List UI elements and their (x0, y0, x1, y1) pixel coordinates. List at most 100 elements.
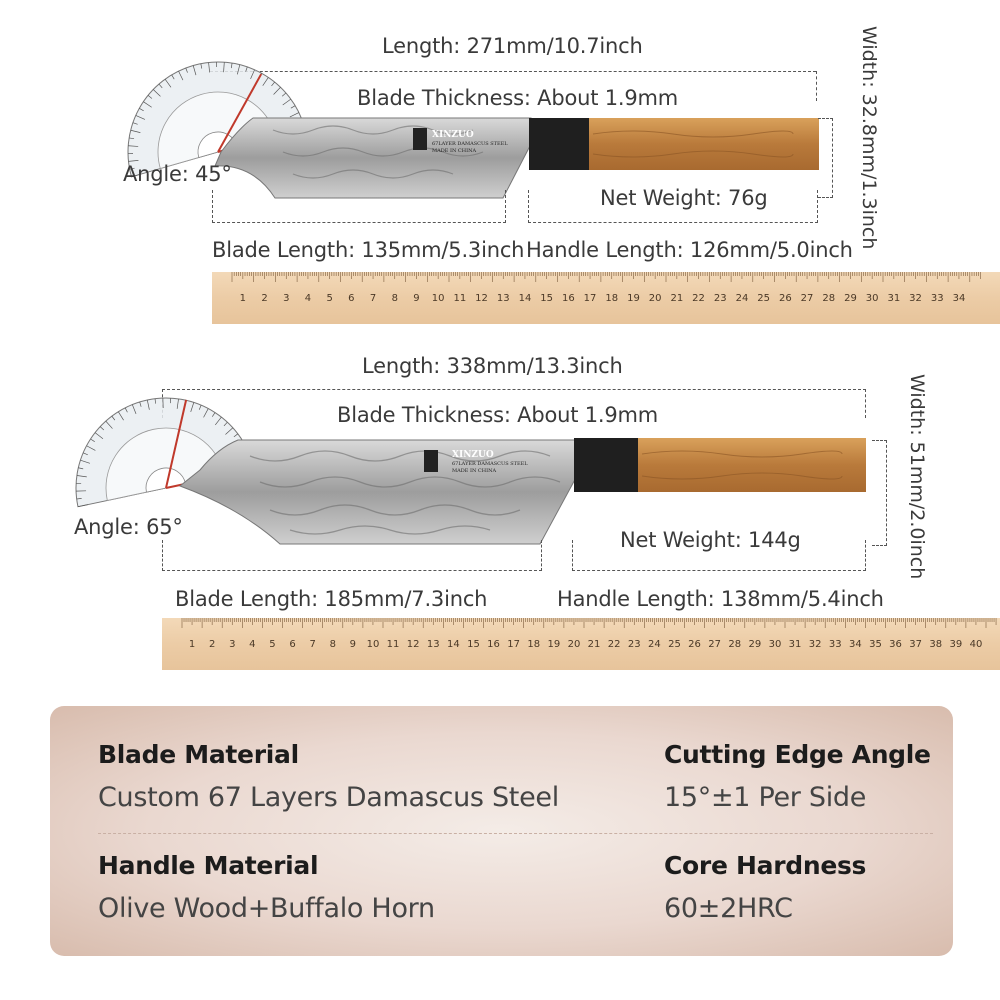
protractor-tick (124, 407, 128, 413)
knife1-brand: XINZUO (432, 130, 474, 140)
ruler-number: 11 (453, 293, 466, 304)
edge-angle-value: 15°±1 Per Side (664, 782, 867, 813)
protractor-tick (128, 160, 139, 162)
protractor-tick (78, 467, 84, 470)
ruler-number: 40 (970, 639, 983, 650)
ruler-number: 30 (769, 639, 782, 650)
ruler-number: 14 (519, 293, 532, 304)
protractor-tick (233, 433, 239, 438)
protractor-tick (153, 89, 161, 97)
ruler-number: 28 (822, 293, 835, 304)
edge-angle-title: Cutting Edge Angle (664, 740, 931, 769)
ruler-number: 33 (829, 639, 842, 650)
protractor-tick (139, 108, 144, 112)
protractor-tick (237, 64, 241, 75)
protractor-tick (289, 112, 300, 118)
knife1-handle-line (528, 190, 818, 223)
protractor-tick (212, 412, 216, 417)
ruler-number: 20 (649, 293, 662, 304)
knife2-brand-origin: MADE IN CHINA (452, 468, 497, 474)
handle-material-title: Handle Material (98, 851, 319, 880)
protractor-tick (170, 398, 172, 404)
protractor-tick (223, 421, 228, 427)
ruler-number: 3 (283, 293, 289, 304)
knife1-length-line-right (816, 71, 817, 101)
blade-material-value: Custom 67 Layers Damascus Steel (98, 782, 559, 813)
protractor-tick (281, 92, 287, 97)
ruler-number: 7 (309, 639, 315, 650)
protractor-tick (171, 74, 175, 80)
ruler-number: 24 (648, 639, 661, 650)
ruler-number: 1 (189, 639, 195, 650)
ruler-number: 18 (605, 293, 618, 304)
protractor-tick (76, 482, 82, 484)
knife-image (214, 117, 819, 199)
ruler-number: 34 (849, 639, 862, 650)
ruler-number: 22 (692, 293, 705, 304)
ruler-number: 16 (562, 293, 575, 304)
ruler-number: 7 (370, 293, 376, 304)
knife2-brand-sub: 67LAYER DAMASCUS STEEL (452, 461, 528, 467)
protractor-tick (135, 115, 146, 120)
protractor-tick (130, 129, 141, 133)
ruler-number: 13 (427, 639, 440, 650)
ruler-number: 26 (688, 639, 701, 650)
ruler-number: 9 (350, 639, 356, 650)
knife2-weight-label: Net Weight: 144g (620, 528, 801, 552)
protractor-tick (83, 452, 88, 456)
protractor-tick (86, 445, 96, 451)
protractor-tick (118, 411, 124, 421)
protractor-tick (147, 95, 153, 99)
protractor-tick (129, 137, 135, 140)
ruler-number: 6 (348, 293, 354, 304)
ruler-number: 30 (866, 293, 879, 304)
ruler-number: 23 (714, 293, 727, 304)
protractor-tick (128, 153, 134, 154)
protractor-tick (76, 490, 87, 492)
ruler-number: 12 (407, 639, 420, 650)
ruler-number: 22 (608, 639, 621, 650)
protractor-tick (190, 402, 195, 413)
ruler-number: 35 (869, 639, 882, 650)
knife2-brand: XINZUO (452, 450, 494, 460)
ruler-number: 12 (475, 293, 488, 304)
ruler-number: 4 (249, 639, 255, 650)
ruler-number: 13 (497, 293, 510, 304)
protractor-tick (143, 101, 152, 108)
ruler-number: 5 (326, 293, 332, 304)
protractor-tick (223, 62, 225, 73)
ruler-number: 32 (909, 293, 922, 304)
knife2-blade-line (162, 540, 542, 571)
protractor-tick (90, 438, 95, 442)
ruler-number: 16 (487, 639, 500, 650)
knife2-blade-length-label: Blade Length: 185mm/7.3inch (175, 587, 488, 611)
protractor-tick (76, 475, 87, 478)
ruler-number: 36 (889, 639, 902, 650)
protractor-tick (208, 62, 210, 73)
protractor-tick (131, 173, 142, 178)
ruler-number: 17 (584, 293, 597, 304)
ruler-number: 33 (931, 293, 944, 304)
protractor-tick (76, 498, 82, 500)
protractor-tick (198, 405, 202, 410)
ruler-number: 23 (628, 639, 641, 650)
knife2-angle-label: Angle: 65° (74, 515, 183, 539)
protractor-tick (105, 420, 113, 429)
protractor-tick (94, 432, 104, 440)
protractor-tick (290, 105, 296, 109)
knife1-width-line (818, 118, 833, 198)
protractor-tick (185, 67, 188, 73)
knife2-length-label: Length: 338mm/13.3inch (362, 354, 623, 378)
protractor-tick (99, 426, 105, 431)
ruler-number: 3 (229, 639, 235, 650)
ruler-number: 2 (261, 293, 267, 304)
knife2-handle-line (572, 540, 866, 571)
protractor-tick (262, 77, 269, 86)
ruler-number: 21 (588, 639, 601, 650)
protractor-tick (111, 415, 116, 421)
knife1-length-line (210, 71, 816, 72)
protractor-tick (203, 408, 209, 418)
hardness-title: Core Hardness (664, 851, 867, 880)
